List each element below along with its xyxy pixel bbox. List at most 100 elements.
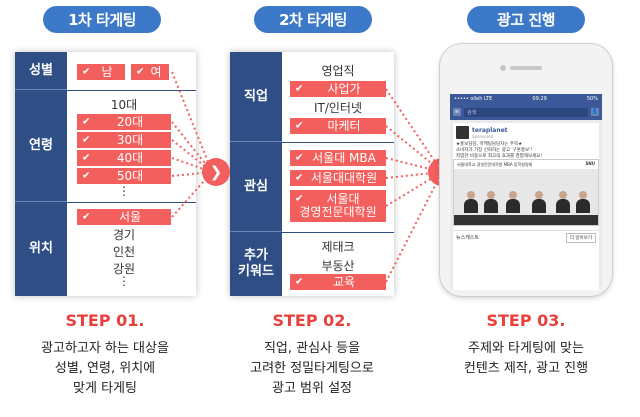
phone-camera	[500, 65, 506, 71]
ad-footer: 뉴스캐스트 더 알아보기	[453, 230, 599, 244]
job-option-it[interactable]: IT/인터넷	[313, 101, 363, 115]
interest-option-snu-business-school[interactable]: ✔ 서울대 경영전문대학원	[290, 190, 386, 222]
menu-icon[interactable]: ≡	[453, 108, 461, 116]
step2-desc-line: 광고 범위 설정	[271, 381, 353, 396]
post-text-line: 저렴한 비용으로 최고의 효과를 경험해보세요!	[456, 154, 543, 159]
step1-title: STEP 01.	[65, 311, 145, 330]
brand-name[interactable]: teraplanet	[472, 126, 508, 134]
age-option-40s[interactable]: ✔ 40대	[77, 150, 171, 166]
gender-option-label: 남	[101, 64, 113, 79]
check-icon: ✔	[82, 116, 91, 128]
age-option-10s[interactable]: 10대	[110, 98, 138, 112]
row-divider	[282, 142, 394, 143]
check-icon: ✔	[295, 193, 304, 205]
keyword-option-education[interactable]: ✔ 교육	[290, 274, 386, 290]
step2-desc-line: 고려한 정밀타게팅으로	[250, 361, 374, 376]
age-label: 연령	[15, 90, 67, 202]
primary-label-column	[15, 52, 67, 296]
check-icon: ✔	[295, 172, 304, 184]
step3-desc-line: 주제와 타게팅에 맞는	[468, 341, 584, 356]
step1-desc-line: 광고하고자 하는 대상을	[41, 341, 169, 356]
row-divider	[282, 232, 394, 233]
ad-strip	[454, 215, 598, 225]
job-option-marketer[interactable]: ✔ 마케터	[290, 118, 386, 134]
step1-pill: 1차 타게팅	[43, 6, 161, 33]
location-option-gangwon[interactable]: 강원	[112, 262, 136, 276]
check-icon: ✔	[82, 211, 91, 223]
check-icon: ✔	[82, 170, 91, 182]
step2-pill: 2차 타게팅	[254, 6, 372, 33]
check-icon: ✔	[136, 66, 145, 78]
time-text: 09:29	[532, 96, 547, 102]
person-figure	[464, 191, 478, 213]
learn-more-button[interactable]: 더 알아보기	[565, 232, 596, 243]
person-figure	[506, 191, 520, 213]
ad-logo: SNU	[585, 161, 595, 166]
keyword-option-label: 교육	[332, 274, 356, 289]
check-icon: ✔	[295, 152, 304, 164]
keyword-option-finance[interactable]: 제태크	[321, 240, 355, 254]
check-icon: ✔	[82, 152, 91, 164]
location-option-incheon[interactable]: 인천	[112, 245, 136, 259]
location-option-label: 서울	[118, 209, 142, 224]
age-option-label: 40대	[116, 150, 144, 165]
job-option-label: 사업가	[327, 81, 361, 96]
step2-title: STEP 02.	[272, 311, 352, 330]
check-icon: ✔	[295, 120, 304, 132]
keyword-option-real-estate[interactable]: 부동산	[321, 259, 355, 273]
row-divider	[67, 90, 196, 91]
person-figure	[532, 191, 546, 213]
primary-targeting-panel: 성별 연령 위치 ✔남 ✔여 10대 ✔20대 ✔30대 ✔40대 ✔50대 ⋮…	[15, 52, 196, 296]
job-option-sales[interactable]: 영업직	[321, 64, 355, 78]
post-text-line: ★홍보담당, 마케팅담당자는 주목★	[456, 142, 523, 147]
interest-option-label: 서울대 MBA	[312, 150, 376, 165]
check-icon: ✔	[295, 276, 304, 288]
search-placeholder: 검색	[467, 109, 477, 116]
age-more-indicator: ⋮	[118, 184, 130, 198]
location-more-indicator: ⋮	[118, 274, 130, 288]
age-option-20s[interactable]: ✔ 20대	[77, 114, 171, 130]
gender-label: 성별	[15, 52, 67, 90]
step3-pill-label: 광고 진행	[497, 11, 555, 29]
job-option-business-owner[interactable]: ✔사업가	[290, 81, 386, 97]
age-option-50s[interactable]: ✔ 50대	[77, 168, 171, 184]
gender-option-female[interactable]: ✔여	[131, 64, 169, 80]
age-option-label: 30대	[116, 132, 144, 147]
phone-speaker	[510, 66, 542, 70]
step1-desc-line: 성별, 연령, 위치에	[54, 361, 156, 376]
ad-headline: 서울대학교 경영전문대학원 MBA 입학설명회	[454, 160, 598, 169]
step2-pill-label: 2차 타게팅	[279, 11, 347, 29]
check-icon: ✔	[82, 134, 91, 146]
gender-option-label: 여	[150, 64, 162, 79]
gender-option-male[interactable]: ✔남	[77, 64, 125, 80]
secondary-targeting-panel: 직업 관심 추가 키워드 영업직 ✔사업가 IT/인터넷 ✔마케터 ✔서울대 M…	[230, 52, 394, 296]
job-label: 직업	[230, 52, 282, 142]
post-header: teraplanet Sponsored ·	[453, 123, 599, 142]
interest-label: 관심	[230, 142, 282, 232]
step1-desc-line: 맞게 타게팅	[73, 381, 137, 396]
step1-description: 광고하고자 하는 대상을 성별, 연령, 위치에 맞게 타게팅	[5, 339, 205, 399]
friends-icon[interactable]: 👤	[591, 108, 599, 116]
phone-mockup: ••••• olleh LTE 09:29 50% ≡ 검색 👤 terapla…	[440, 44, 612, 296]
location-option-gyeonggi[interactable]: 경기	[112, 228, 136, 242]
age-option-30s[interactable]: ✔ 30대	[77, 132, 171, 148]
ad-image[interactable]: 서울대학교 경영전문대학원 MBA 입학설명회 SNU	[453, 159, 599, 226]
row-divider	[67, 202, 196, 203]
phone-screen: ••••• olleh LTE 09:29 50% ≡ 검색 👤 terapla…	[450, 94, 602, 290]
sponsored-label: Sponsored ·	[472, 133, 496, 139]
step3-title: STEP 03.	[486, 311, 566, 330]
job-option-label: 마케터	[327, 118, 361, 133]
interest-option-snu-mba[interactable]: ✔ 서울대 MBA	[290, 150, 386, 166]
age-option-label: 20대	[116, 114, 144, 129]
location-option-seoul[interactable]: ✔ 서울	[77, 209, 171, 225]
facebook-search-input[interactable]: 검색	[464, 107, 588, 117]
step2-desc-line: 직업, 관심사 등을	[263, 341, 361, 356]
step1-pill-label: 1차 타게팅	[68, 11, 136, 29]
facebook-top-bar: ≡ 검색 👤	[450, 104, 602, 120]
interest-option-snu-graduate[interactable]: ✔서울대대학원	[290, 170, 386, 186]
step2-description: 직업, 관심사 등을 고려한 정밀타게팅으로 광고 범위 설정	[212, 339, 412, 399]
age-option-label: 50대	[116, 168, 144, 183]
step3-pill: 광고 진행	[467, 6, 585, 33]
step3-description: 주제와 타게팅에 맞는 컨텐츠 제작, 광고 진행	[426, 339, 626, 379]
person-figure	[556, 191, 570, 213]
